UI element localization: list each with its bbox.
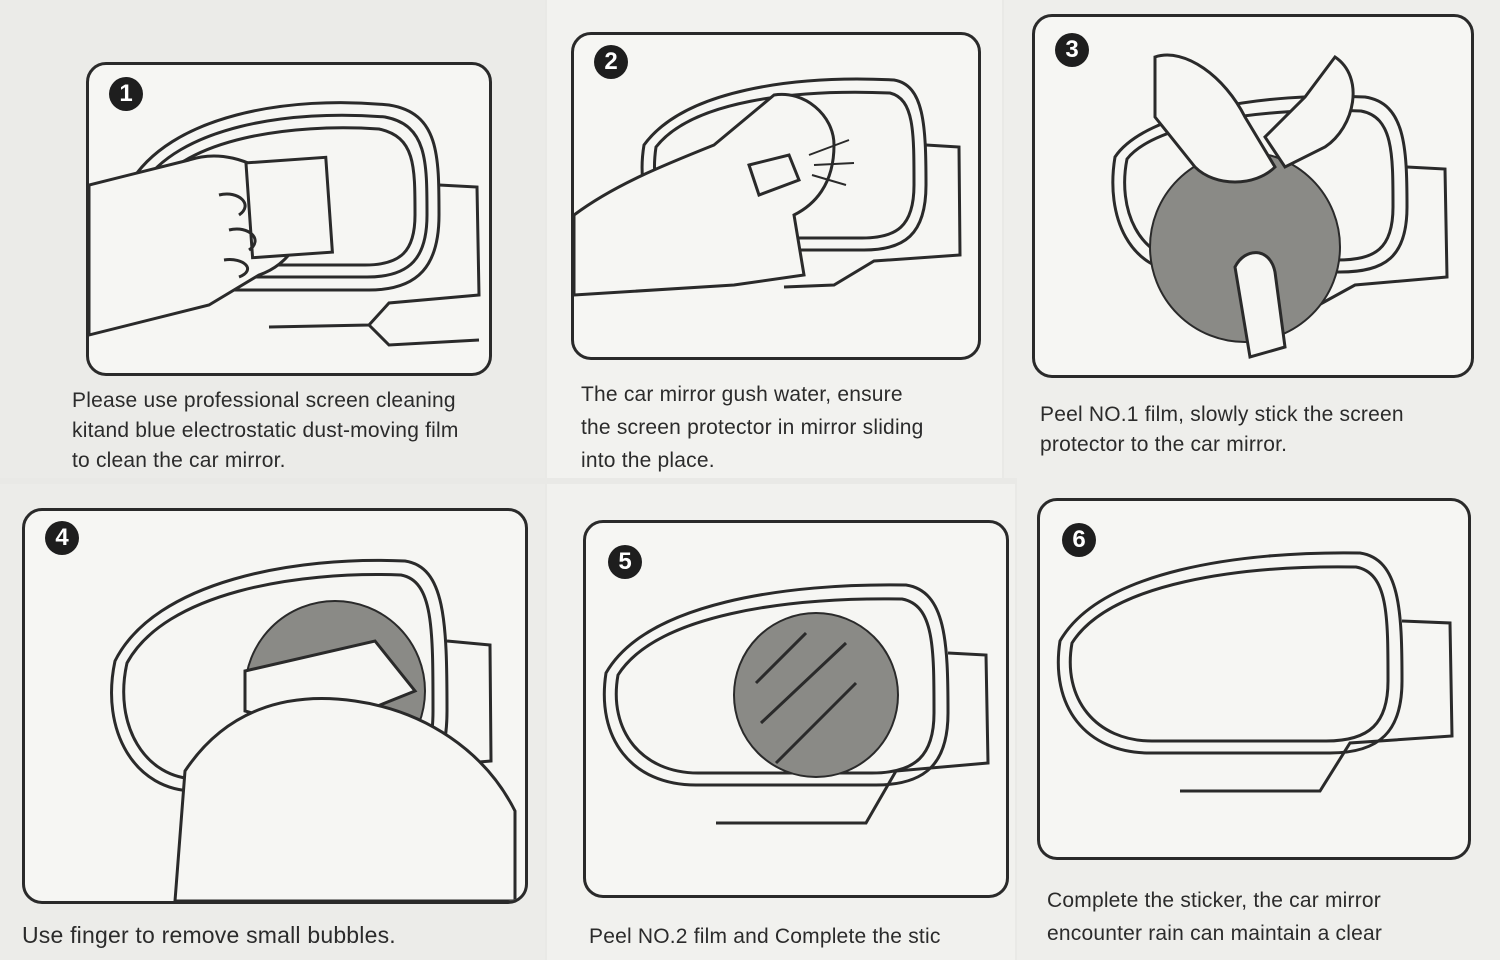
- step-5-caption: Peel NO.2 film and Complete the stic: [589, 922, 941, 952]
- caption-line: Peel NO.2 film and Complete the stic: [589, 922, 941, 952]
- step-3-cell: 3 Peel NO.1 film, slowly stick the scree…: [1004, 0, 1500, 478]
- mirror-cleaning-drawing: [89, 65, 489, 373]
- step-2-cell: 2 The car mirror gush water, ensure the …: [547, 0, 1002, 478]
- step-1-caption: Please use professional screen cleaning …: [72, 386, 459, 476]
- finger-press-icon: [175, 641, 515, 901]
- step-1-cell: 1 Please use professional screen cleanin…: [0, 0, 545, 478]
- caption-line: to clean the car mirror.: [72, 446, 459, 476]
- caption-line: The car mirror gush water, ensure: [581, 378, 924, 411]
- peel-film-drawing: [1035, 17, 1471, 375]
- caption-line: encounter rain can maintain a clear: [1047, 917, 1382, 950]
- caption-line: the screen protector in mirror sliding: [581, 411, 924, 444]
- step-4-caption: Use finger to remove small bubbles.: [22, 920, 396, 950]
- caption-line: Complete the sticker, the car mirror: [1047, 884, 1382, 917]
- step-4-cell: 4 Use finger to remove small bubbles.: [0, 484, 545, 960]
- step-number-badge: 2: [594, 45, 628, 79]
- screen-film-icon: [734, 613, 898, 777]
- step-3-caption: Peel NO.1 film, slowly stick the screen …: [1040, 400, 1404, 460]
- step-1-illustration: 1: [86, 62, 492, 376]
- caption-line: protector to the car mirror.: [1040, 430, 1404, 460]
- step-5-cell: 5 Peel NO.2 film and Complete the stic: [547, 484, 1015, 960]
- step-2-caption: The car mirror gush water, ensure the sc…: [581, 378, 924, 477]
- step-number-badge: 4: [45, 521, 79, 555]
- step-3-illustration: 3: [1032, 14, 1474, 378]
- caption-line: Peel NO.1 film, slowly stick the screen: [1040, 400, 1404, 430]
- step-number-badge: 3: [1055, 33, 1089, 67]
- step-6-illustration: 6: [1037, 498, 1471, 860]
- caption-line: into the place.: [581, 444, 924, 477]
- caption-line: Use finger to remove small bubbles.: [22, 920, 396, 950]
- water-spray-drawing: [574, 35, 978, 357]
- step-number-badge: 5: [608, 545, 642, 579]
- step-2-illustration: 2: [571, 32, 981, 360]
- hand-icon: [89, 156, 332, 335]
- step-5-illustration: 5: [583, 520, 1009, 898]
- step-6-caption: Complete the sticker, the car mirror enc…: [1047, 884, 1382, 950]
- finished-mirror-drawing: [1040, 501, 1468, 857]
- peel-second-film-drawing: [586, 523, 1006, 895]
- caption-line: Please use professional screen cleaning: [72, 386, 459, 416]
- step-number-badge: 1: [109, 77, 143, 111]
- caption-line: kitand blue electrostatic dust-moving fi…: [72, 416, 459, 446]
- spray-hand-icon: [574, 94, 854, 295]
- step-6-cell: 6 Complete the sticker, the car mirror e…: [1017, 478, 1500, 960]
- remove-bubbles-drawing: [25, 511, 525, 901]
- step-4-illustration: 4: [22, 508, 528, 904]
- step-number-badge: 6: [1062, 523, 1096, 557]
